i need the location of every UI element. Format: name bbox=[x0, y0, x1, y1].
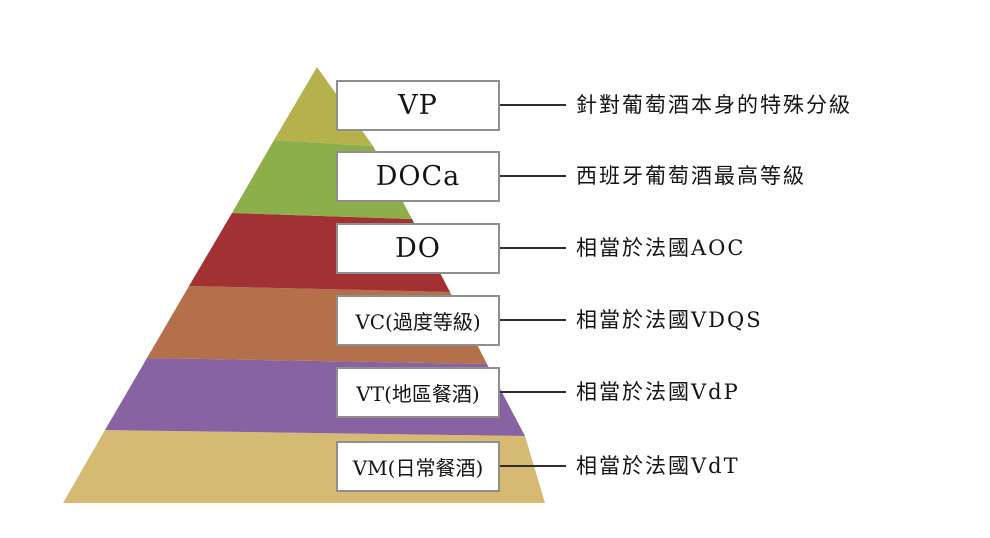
tier-code-vm: VM(日常餐酒) bbox=[352, 456, 484, 480]
connector-line-vm bbox=[500, 465, 566, 467]
tier-box-do: DO bbox=[336, 223, 500, 274]
connector-line-doca bbox=[500, 175, 566, 177]
tier-desc-vc: 相當於法國VDQS bbox=[576, 308, 763, 332]
tier-code-vc: VC(過度等級) bbox=[355, 310, 481, 334]
tier-code-vt: VT(地區餐酒) bbox=[356, 382, 480, 406]
connector-line-vp bbox=[500, 104, 566, 106]
connector-line-vt bbox=[500, 391, 566, 393]
tier-box-doca: DOCa bbox=[336, 151, 500, 202]
tier-box-vc: VC(過度等級) bbox=[336, 295, 500, 346]
tier-box-vp: VP bbox=[336, 80, 500, 131]
tier-box-vm: VM(日常餐酒) bbox=[336, 441, 500, 492]
connector-line-vc bbox=[500, 319, 566, 321]
tier-desc-do: 相當於法國AOC bbox=[576, 236, 746, 260]
connector-line-do bbox=[500, 247, 566, 249]
tier-desc-vm: 相當於法國VdT bbox=[576, 454, 740, 478]
tier-desc-doca: 西班牙葡萄酒最高等級 bbox=[576, 164, 806, 188]
tier-desc-vt: 相當於法國VdP bbox=[576, 380, 740, 404]
tier-code-doca: DOCa bbox=[375, 161, 461, 192]
tier-code-vp: VP bbox=[398, 90, 438, 121]
tier-box-vt: VT(地區餐酒) bbox=[336, 367, 500, 418]
tier-desc-vp: 針對葡萄酒本身的特殊分級 bbox=[576, 93, 852, 117]
tier-code-do: DO bbox=[395, 233, 441, 264]
